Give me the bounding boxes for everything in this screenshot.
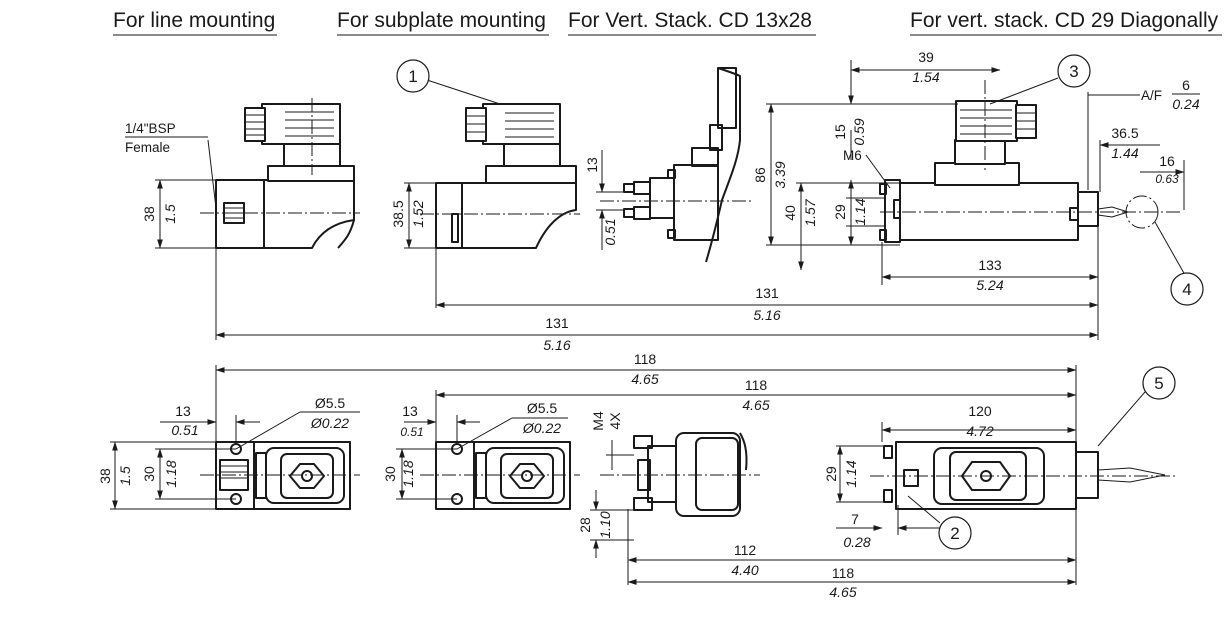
dim-131-line: 131 (545, 315, 569, 331)
dim-0-28: 0.28 (843, 534, 870, 550)
dim-118-cd13: 118 (832, 565, 855, 581)
vert-stack-13x28-front-view (600, 67, 752, 263)
dim-4-40: 4.40 (731, 562, 758, 578)
dim-4-65-subplate: 4.65 (742, 397, 769, 413)
header-vert-stack-13x28: For Vert. Stack. CD 13x28 (568, 9, 812, 32)
dim-1-5-plan: 1.5 (117, 466, 133, 486)
header-subplate-mounting: For subplate mounting (337, 9, 546, 32)
line-mounting-front-view (200, 98, 360, 249)
dim-40: 40 (782, 205, 798, 221)
dim-1-14-front: 1.14 (852, 198, 868, 225)
dimension-labels: 38 1.5 38.5 1.52 13 0.51 86 3.39 40 1.57… (97, 49, 1200, 600)
dim-1-18-subplate: 1.18 (400, 460, 416, 487)
dim-39: 39 (918, 49, 934, 65)
bsp-female-note: Female (125, 140, 170, 155)
dim-0-51-vert: 0.51 (602, 218, 618, 245)
header-vert-stack-29-diagonal: For vert. stack. CD 29 Diagonally (910, 9, 1219, 32)
dim-30-line: 30 (141, 466, 157, 482)
dim-4-72: 4.72 (966, 423, 993, 439)
balloon-3: 3 (1069, 62, 1078, 81)
dim-15: 15 (832, 124, 848, 140)
dim-30-subplate: 30 (382, 466, 398, 482)
dim-1-5-line: 1.5 (162, 204, 178, 224)
balloon-2: 2 (950, 524, 959, 543)
dim-3-39: 3.39 (772, 161, 788, 188)
dim-120: 120 (968, 403, 992, 419)
dim-1-18-line: 1.18 (163, 460, 179, 487)
dim-1-54: 1.54 (912, 69, 939, 85)
four-x-note: 4X (607, 412, 623, 430)
dim-1-52: 1.52 (410, 200, 426, 227)
dim-hole-0-22-subplate: Ø0.22 (522, 420, 561, 436)
balloon-1: 1 (408, 67, 417, 86)
dim-118-subplate: 118 (745, 377, 768, 393)
bsp-thread-note: 1/4"BSP (125, 121, 176, 136)
line-mounting-plan-view (200, 441, 360, 510)
dim-0-59: 0.59 (851, 118, 867, 145)
dim-29-front: 29 (832, 204, 848, 220)
dim-af-6: 6 (1182, 77, 1190, 93)
dim-29-plan: 29 (823, 466, 839, 482)
m6-thread-note: M6 (843, 148, 862, 163)
af-note: A/F (1141, 88, 1162, 103)
dim-hole-5-5-subplate: Ø5.5 (527, 400, 558, 416)
dim-1-14-plan: 1.14 (843, 460, 859, 487)
dim-5-16-subplate: 5.16 (753, 307, 780, 323)
dim-0-51-subplate: 0.51 (400, 425, 423, 439)
dim-28: 28 (577, 517, 593, 533)
dim-5-24: 5.24 (976, 277, 1003, 293)
m4-thread-note: M4 (590, 411, 606, 431)
subplate-mounting-front-view (420, 103, 580, 249)
vert-stack-13x28-plan-view (600, 432, 760, 517)
dim-13-vert: 13 (584, 157, 600, 173)
dim-0-63: 0.63 (1155, 172, 1179, 186)
dim-131-subplate: 131 (755, 285, 779, 301)
dim-4-65-cd13: 4.65 (829, 584, 856, 600)
dim-36-5: 36.5 (1111, 125, 1138, 141)
dim-hole-0-22-line: Ø0.22 (310, 415, 349, 431)
dim-1-10: 1.10 (597, 511, 613, 538)
header-line-mounting: For line mounting (113, 9, 275, 32)
vert-stack-cd29-plan-view (870, 441, 1175, 510)
dim-13-line: 13 (175, 403, 191, 419)
dim-38-plan: 38 (97, 468, 113, 484)
balloon-5: 5 (1154, 374, 1163, 393)
dim-7: 7 (851, 511, 859, 527)
dim-1-44: 1.44 (1111, 145, 1138, 161)
dim-86: 86 (752, 167, 768, 183)
dim-38-5: 38.5 (390, 200, 406, 227)
dimension-lines (110, 60, 1186, 585)
dim-1-57: 1.57 (802, 198, 818, 226)
view-headers: For line mounting For subplate mounting … (113, 9, 1222, 36)
dim-118-line: 118 (634, 351, 657, 367)
balloon-4: 4 (1182, 280, 1191, 299)
dim-16: 16 (1159, 153, 1175, 169)
dim-af-0-24: 0.24 (1172, 96, 1199, 112)
dim-38-line: 38 (141, 206, 157, 222)
subplate-mounting-plan-view (420, 441, 580, 510)
dim-4-65-line: 4.65 (631, 371, 658, 387)
dim-133: 133 (978, 257, 1002, 273)
dim-hole-5-5-line: Ø5.5 (315, 395, 346, 411)
vert-stack-cd29-front-view (879, 80, 1180, 243)
item-balloons: 1 2 3 4 5 (396, 54, 1204, 550)
dim-5-16-line: 5.16 (543, 337, 570, 353)
dim-112: 112 (734, 542, 757, 558)
dim-13-subplate: 13 (402, 403, 418, 419)
dim-0-51-line: 0.51 (171, 422, 198, 438)
